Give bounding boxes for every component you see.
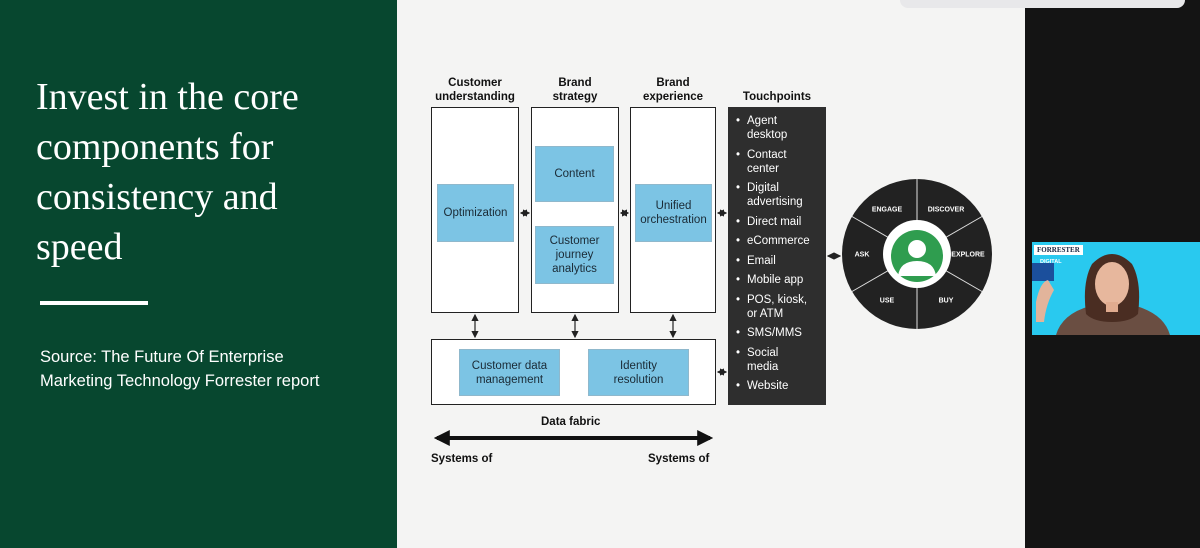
systems-of-left-label: Systems of bbox=[431, 453, 493, 465]
wheel-graphic bbox=[842, 179, 992, 329]
touchpoint-item: Email bbox=[736, 254, 826, 268]
touchpoint-item: Mobile app bbox=[736, 273, 826, 287]
touchpoint-item: POS, kiosk, or ATM bbox=[736, 293, 826, 321]
heading-brand-experience: Brand experience bbox=[642, 77, 704, 103]
content-block: Content bbox=[535, 146, 614, 202]
speaker-video-tile[interactable]: FORRESTER DIGITAL bbox=[1032, 242, 1200, 335]
touchpoint-item: Agent desktop bbox=[736, 114, 826, 142]
touchpoint-item: Social media bbox=[736, 346, 826, 374]
optimization-block: Optimization bbox=[437, 184, 514, 242]
data-fabric-label: Data fabric bbox=[541, 416, 601, 428]
title-divider bbox=[40, 301, 148, 305]
digital-label: DIGITAL bbox=[1040, 259, 1062, 265]
meeting-toolbar[interactable] bbox=[900, 0, 1185, 8]
heading-customer-understanding: Customer understanding bbox=[435, 77, 515, 103]
slide-title: Invest in the core components for consis… bbox=[36, 76, 299, 268]
systems-of-right-label: Systems of bbox=[648, 453, 710, 465]
speaker-silhouette bbox=[1032, 254, 1170, 335]
wheel-label-ask: ASK bbox=[854, 251, 870, 259]
customer-lifecycle-wheel: ENGAGE DISCOVER EXPLORE BUY USE ASK bbox=[842, 179, 992, 329]
touchpoint-item: Direct mail bbox=[736, 215, 826, 229]
touchpoint-item: SMS/MMS bbox=[736, 326, 826, 340]
wheel-label-buy: BUY bbox=[938, 297, 954, 305]
touchpoint-item: Contact center bbox=[736, 148, 826, 176]
touchpoint-item: eCommerce bbox=[736, 234, 826, 248]
touchpoints-list: Agent desktop Contact center Digital adv… bbox=[728, 107, 826, 393]
touchpoints-panel: Agent desktop Contact center Digital adv… bbox=[728, 107, 826, 405]
slide-title-panel: Invest in the core components for consis… bbox=[0, 0, 397, 548]
wheel-label-engage: ENGAGE bbox=[871, 206, 903, 214]
wheel-label-discover: DISCOVER bbox=[927, 206, 965, 214]
unified-orchestration-block: Unified orchestration bbox=[635, 184, 712, 242]
touchpoint-item: Digital advertising bbox=[736, 181, 826, 209]
customer-data-management-block: Customer data management bbox=[459, 349, 560, 396]
wheel-label-use: USE bbox=[879, 297, 895, 305]
heading-brand-strategy: Brand strategy bbox=[552, 77, 598, 103]
heading-touchpoints: Touchpoints bbox=[742, 91, 812, 103]
customer-journey-analytics-block: Customer journey analytics bbox=[535, 226, 614, 284]
identity-resolution-block: Identity resolution bbox=[588, 349, 689, 396]
source-note: Source: The Future Of Enterprise Marketi… bbox=[40, 348, 320, 390]
wheel-label-explore: EXPLORE bbox=[951, 251, 985, 259]
forrester-logo: FORRESTER bbox=[1034, 245, 1083, 255]
touchpoint-item: Website bbox=[736, 379, 826, 393]
